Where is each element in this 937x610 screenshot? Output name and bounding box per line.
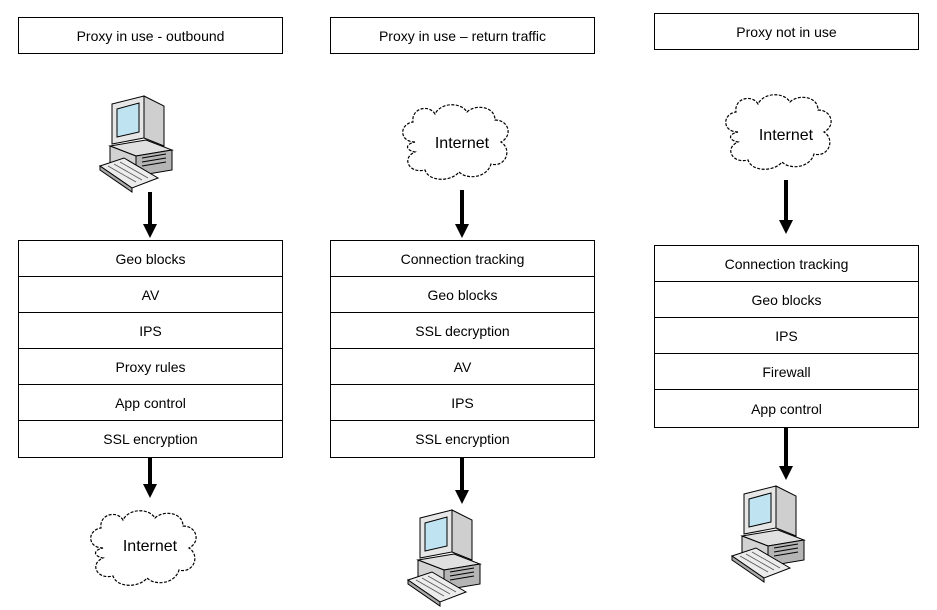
layer-row: IPS [19,313,282,349]
column-2-layer-stack: Connection tracking Geo blocks SSL decry… [330,240,595,458]
internet-label: Internet [122,538,178,555]
layer-row: Firewall [655,354,918,390]
internet-label: Internet [434,135,490,152]
layer-row: SSL encryption [415,431,510,447]
column-1-title: Proxy in use - outbound [18,17,283,54]
column-3-layer-stack: Connection tracking Geo blocks IPS Firew… [654,245,919,428]
arrow-head [455,490,469,504]
arrow-head [143,484,157,498]
layer-row: IPS [655,318,918,354]
layer-row: Proxy rules [19,349,282,385]
computer-icon [731,485,805,583]
layer-row: SSL encryption [103,431,198,447]
layer-row: Connection tracking [331,241,594,277]
layer-row: App control [19,385,282,421]
arrow-head [779,220,793,234]
computer-icon [407,509,481,607]
column-3-title: Proxy not in use [654,13,919,50]
layer-row: SSL decryption [331,313,594,349]
arrow-head [143,224,157,238]
column-2-title: Proxy in use – return traffic [330,17,595,54]
internet-label: Internet [758,127,814,144]
layer-row: AV [331,349,594,385]
layer-row: App control [751,400,822,417]
arrow-head [455,224,469,238]
layer-row: Geo blocks [19,241,282,277]
layer-row: Geo blocks [655,282,918,318]
layer-row: Connection tracking [655,246,918,282]
layer-row: AV [19,277,282,313]
column-1-layer-stack: Geo blocks AV IPS Proxy rules App contro… [18,240,283,458]
layer-row: Geo blocks [331,277,594,313]
arrow-head [779,466,793,480]
computer-icon [99,95,173,193]
layer-row: IPS [331,385,594,421]
